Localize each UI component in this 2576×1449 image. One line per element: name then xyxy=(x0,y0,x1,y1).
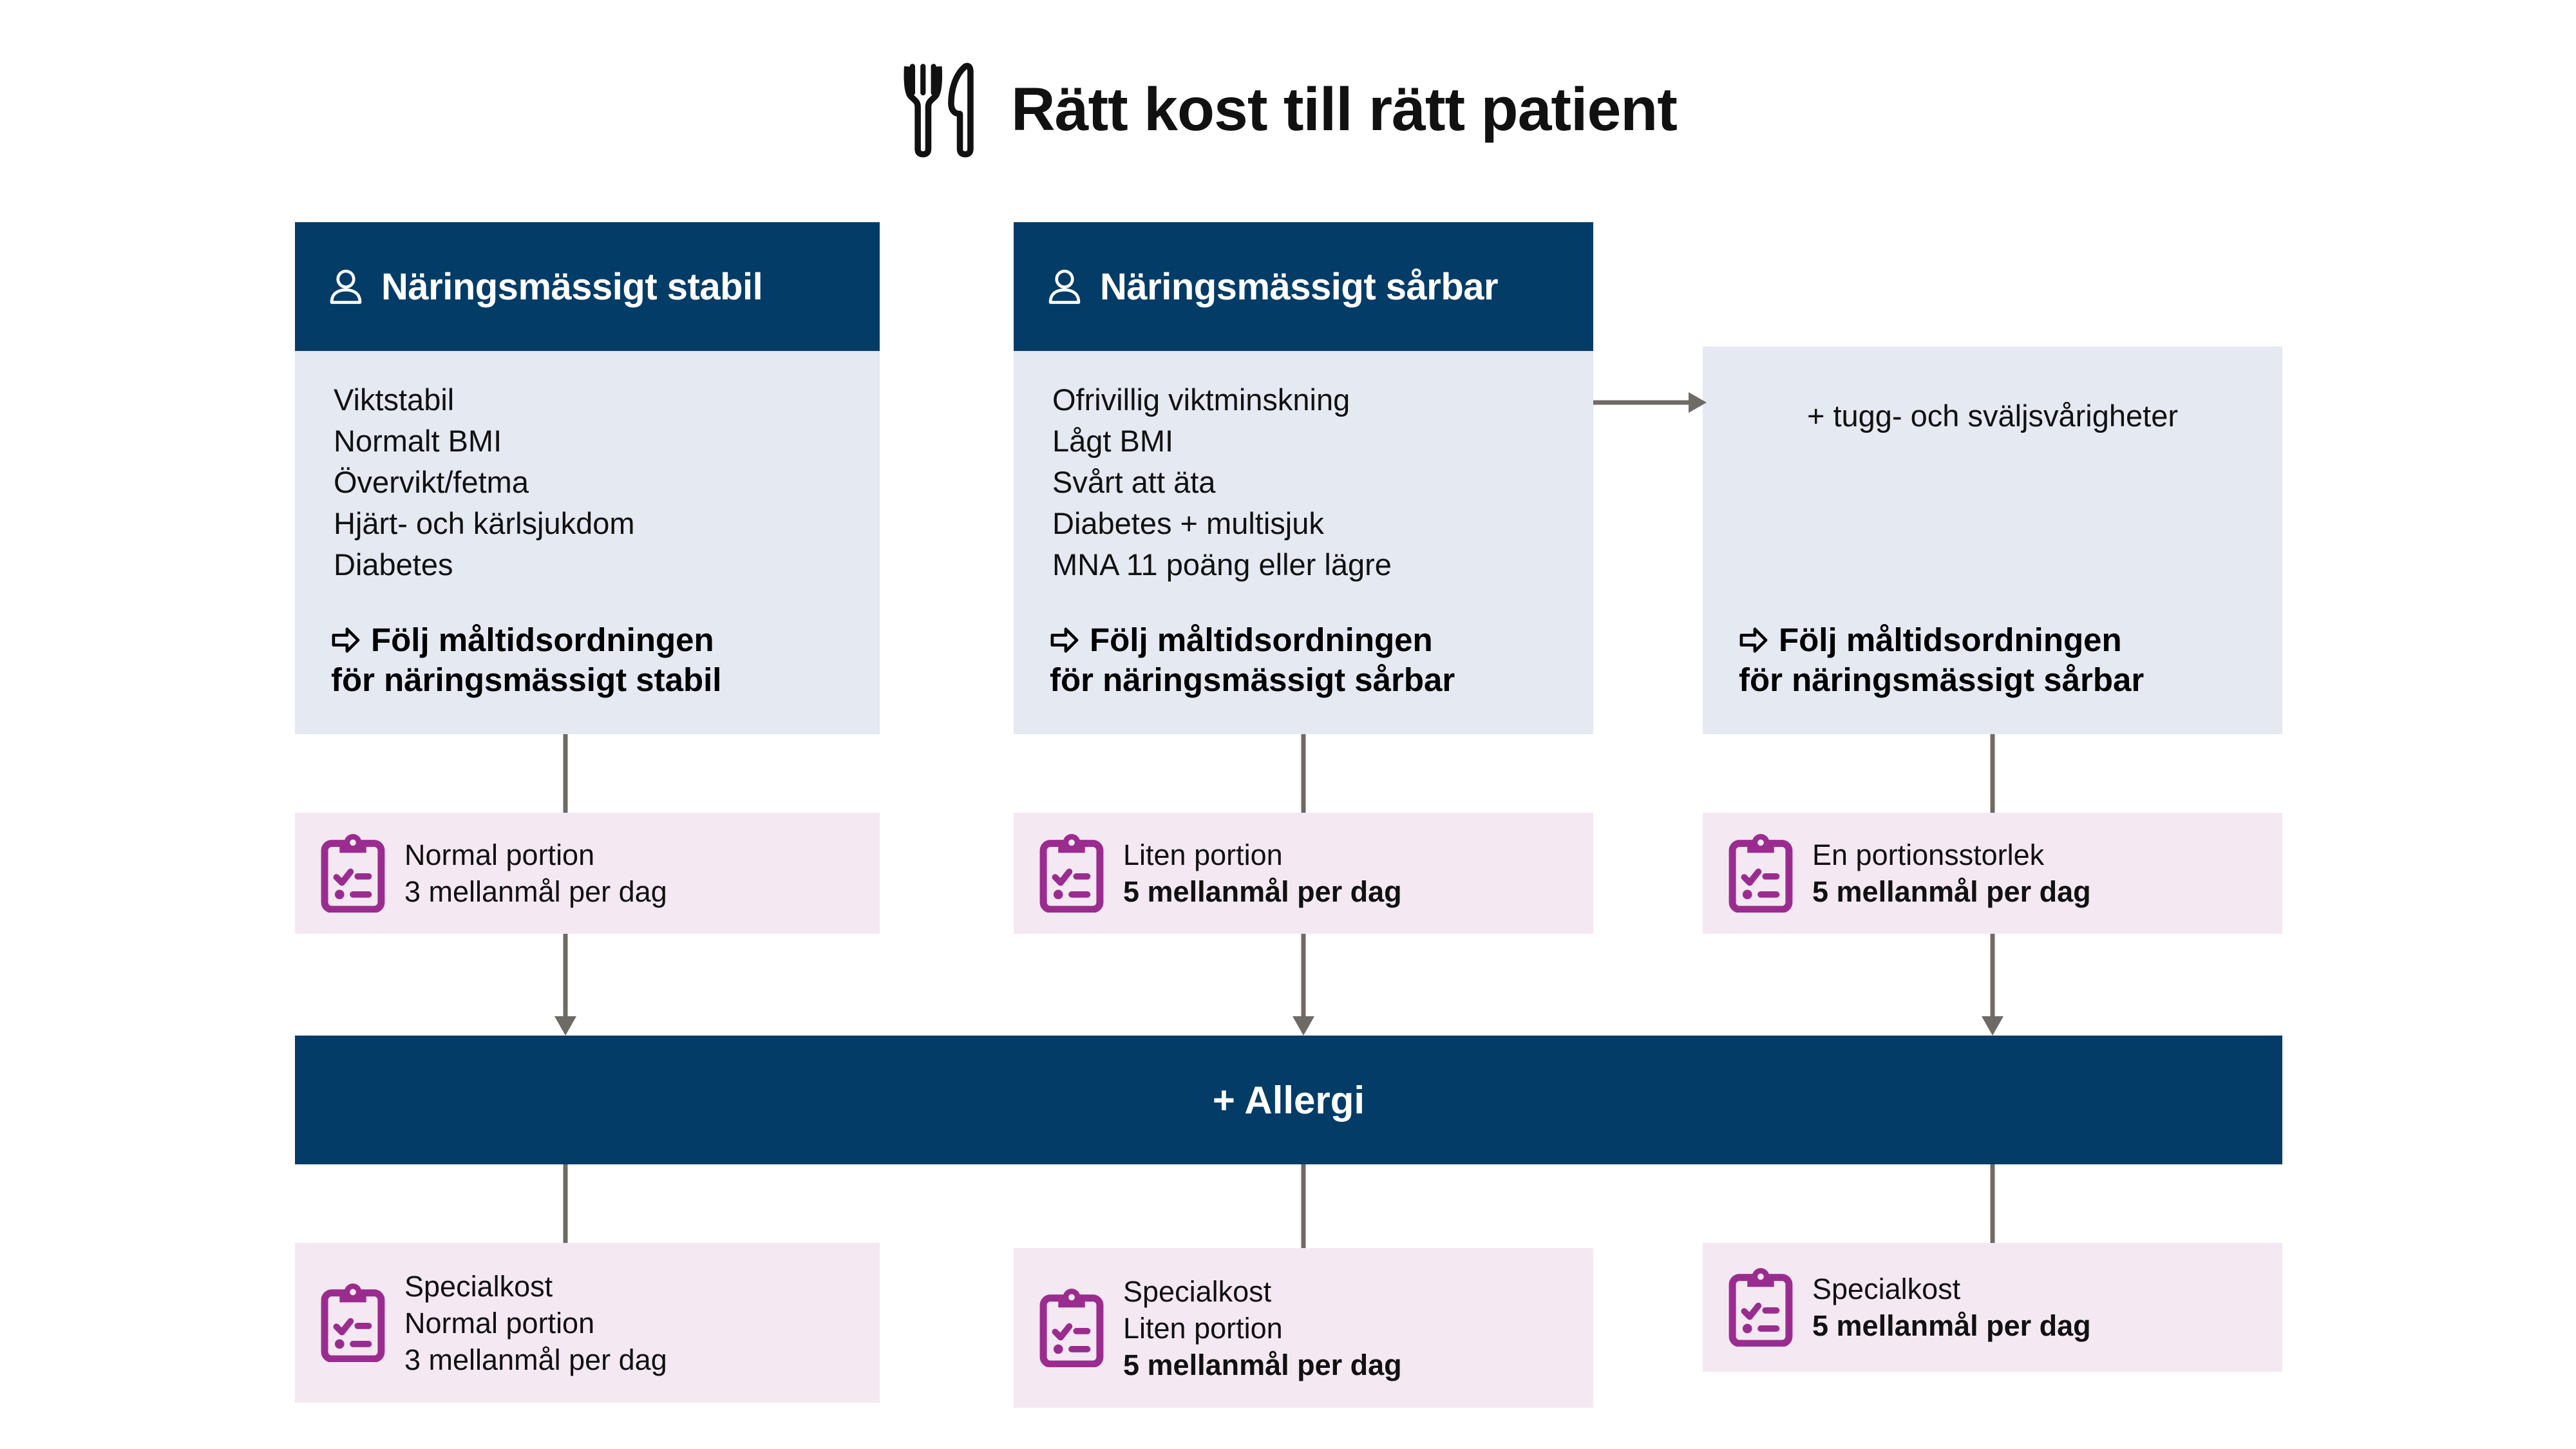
connector-arrow-sarbar-to-dysfagi xyxy=(1593,392,1707,413)
specialkost-line: Liten portion xyxy=(1123,1311,1283,1345)
portion-card-sarbar: Liten portion 5 mellanmål per dag xyxy=(1014,813,1593,934)
cta-line-1: Följ måltidsordningen xyxy=(1739,620,2257,660)
specialkost-line: 3 mellanmål per dag xyxy=(404,1343,667,1376)
cta-sarbar: Följ måltidsordningen för näringsmässigt… xyxy=(1014,620,1593,700)
portion-line: 5 mellanmål per dag xyxy=(1812,875,2091,908)
criteria-item: Lågt BMI xyxy=(1052,424,1174,458)
clipboard-checklist-icon xyxy=(1039,834,1104,913)
connector-arrow-portion-sarbar-to-allergi xyxy=(1293,934,1314,1036)
cta-text-1: Följ måltidsordningen xyxy=(1779,621,2122,658)
portion-card-text: En portionsstorlek 5 mellanmål per dag xyxy=(1812,837,2091,910)
portion-card-text: Normal portion 3 mellanmål per dag xyxy=(404,837,667,910)
column-header-stabil: Näringsmässigt stabil xyxy=(295,222,880,351)
right-arrow-icon xyxy=(1739,627,1768,653)
criteria-item: Svårt att äta xyxy=(1052,465,1216,499)
cta-line-1: Följ måltidsordningen xyxy=(331,620,854,660)
criteria-list-sarbar: Ofrivillig viktminskning Lågt BMI Svårt … xyxy=(1014,351,1593,585)
page-title: Rätt kost till rätt patient xyxy=(1011,75,1678,144)
clipboard-checklist-icon xyxy=(1728,1268,1793,1347)
specialkost-card-dysfagi: Specialkost 5 mellanmål per dag xyxy=(1703,1243,2282,1372)
cta-line-1: Följ måltidsordningen xyxy=(1050,620,1567,660)
specialkost-line: Specialkost xyxy=(1812,1273,1961,1305)
criteria-item: Hjärt- och kärlsjukdom xyxy=(334,506,635,540)
criteria-panel-dysfagi: + tugg- och sväljsvårigheter Följ måltid… xyxy=(1703,346,2282,734)
specialkost-line: 5 mellanmål per dag xyxy=(1812,1309,2091,1342)
criteria-item: Viktstabil xyxy=(334,383,455,417)
allergy-bar: + Allergi xyxy=(295,1036,2282,1164)
fork-and-knife-icon xyxy=(904,62,974,158)
criteria-item: Diabetes xyxy=(334,547,453,582)
column-header-sarbar: Näringsmässigt sårbar xyxy=(1014,222,1593,351)
person-icon xyxy=(330,269,362,304)
portion-card-dysfagi: En portionsstorlek 5 mellanmål per dag xyxy=(1703,813,2282,934)
clipboard-checklist-icon xyxy=(321,1283,385,1362)
column-header-label: Näringsmässigt stabil xyxy=(381,265,763,308)
specialkost-line: Normal portion xyxy=(404,1306,595,1340)
clipboard-checklist-icon xyxy=(1728,834,1793,913)
criteria-item: Normalt BMI xyxy=(334,424,502,458)
criteria-panel-sarbar: Ofrivillig viktminskning Lågt BMI Svårt … xyxy=(1014,351,1593,734)
column-header-label: Näringsmässigt sårbar xyxy=(1100,265,1499,308)
specialkost-card-text: Specialkost Liten portion 5 mellanmål pe… xyxy=(1123,1273,1402,1383)
portion-line: Liten portion xyxy=(1123,838,1283,871)
portion-card-stabil: Normal portion 3 mellanmål per dag xyxy=(295,813,880,934)
criteria-item: Diabetes + multisjuk xyxy=(1052,506,1324,540)
dysfagi-note: + tugg- och sväljsvårigheter xyxy=(1806,399,2179,433)
person-icon xyxy=(1048,269,1081,304)
specialkost-line: Specialkost xyxy=(1123,1274,1272,1308)
connector-arrow-portion-dysfagi-to-allergi xyxy=(1982,934,2003,1036)
connector-arrow-portion-stabil-to-allergi xyxy=(554,934,576,1036)
cta-line-2: för näringsmässigt sårbar xyxy=(1739,661,2145,698)
specialkost-card-sarbar: Specialkost Liten portion 5 mellanmål pe… xyxy=(1014,1248,1593,1408)
portion-line: Normal portion xyxy=(404,838,595,871)
criteria-list-stabil: Viktstabil Normalt BMI Övervikt/fetma Hj… xyxy=(295,351,880,585)
cta-text-1: Följ måltidsordningen xyxy=(1090,621,1433,658)
cta-dysfagi: Följ måltidsordningen för näringsmässigt… xyxy=(1703,620,2282,700)
criteria-item: MNA 11 poäng eller lägre xyxy=(1052,547,1392,582)
clipboard-checklist-icon xyxy=(1039,1289,1104,1367)
criteria-item: Ofrivillig viktminskning xyxy=(1052,383,1350,417)
portion-line: 3 mellanmål per dag xyxy=(404,875,667,908)
cta-text-1: Följ måltidsordningen xyxy=(371,621,714,658)
cta-stabil: Följ måltidsordningen för näringsmässigt… xyxy=(295,620,880,700)
portion-card-text: Liten portion 5 mellanmål per dag xyxy=(1123,837,1402,910)
criteria-panel-stabil: Viktstabil Normalt BMI Övervikt/fetma Hj… xyxy=(295,351,880,734)
page-title-row: Rätt kost till rätt patient xyxy=(0,61,2576,158)
specialkost-line: Specialkost xyxy=(404,1269,553,1303)
allergy-label: + Allergi xyxy=(1212,1078,1365,1122)
portion-line: En portionsstorlek xyxy=(1812,838,2045,871)
specialkost-card-text: Specialkost 5 mellanmål per dag xyxy=(1812,1271,2091,1344)
cta-line-2: för näringsmässigt sårbar xyxy=(1050,661,1455,698)
criteria-item: Övervikt/fetma xyxy=(334,465,529,499)
clipboard-checklist-icon xyxy=(321,834,385,913)
portion-line: 5 mellanmål per dag xyxy=(1123,875,1402,908)
specialkost-card-text: Specialkost Normal portion 3 mellanmål p… xyxy=(404,1268,667,1378)
right-arrow-icon xyxy=(1050,627,1079,653)
right-arrow-icon xyxy=(332,627,360,653)
specialkost-card-stabil: Specialkost Normal portion 3 mellanmål p… xyxy=(295,1243,880,1403)
cta-line-2: för näringsmässigt stabil xyxy=(331,661,722,698)
specialkost-line: 5 mellanmål per dag xyxy=(1123,1348,1402,1381)
